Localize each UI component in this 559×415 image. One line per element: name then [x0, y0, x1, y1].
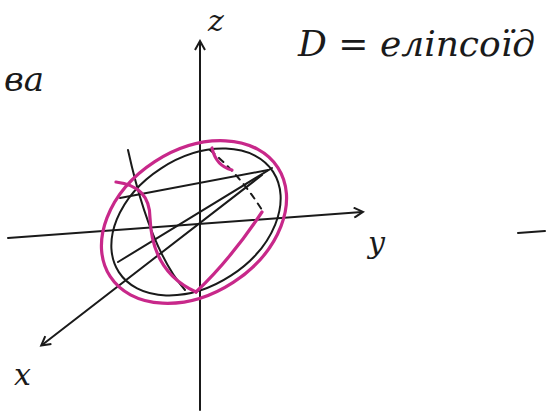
diagonal-line [118, 168, 272, 262]
section-highlight [196, 212, 262, 292]
meridian-line [128, 150, 185, 290]
dash-mark [518, 231, 545, 233]
ellipse-outline [84, 118, 308, 326]
x-axis [42, 175, 262, 345]
text-fragment: ва [4, 62, 44, 96]
section-highlight [212, 148, 232, 170]
axis-label: y [368, 228, 385, 258]
domain-note: D = еліпсоїд [298, 26, 535, 62]
z-axis [199, 42, 201, 410]
section-highlight [116, 182, 196, 292]
axis-label: z [208, 6, 224, 36]
axis-label: x [14, 360, 31, 390]
ellipse-highlight [71, 107, 317, 337]
